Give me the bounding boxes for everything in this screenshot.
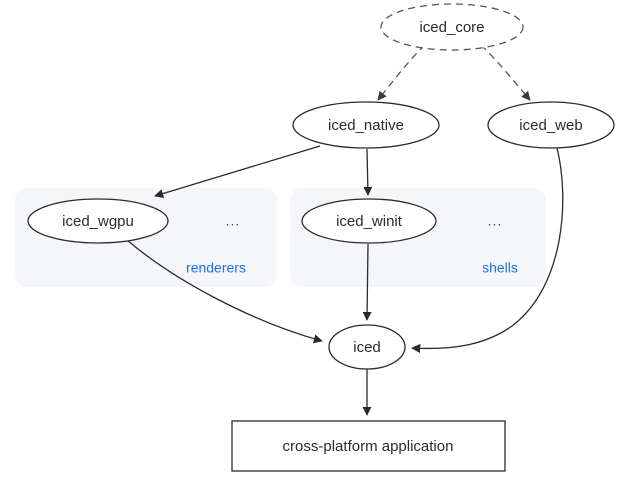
edge-iced_core-to-iced_native xyxy=(377,44,426,101)
node-iced-shape[interactable] xyxy=(328,324,406,370)
edge-iced_web-to-iced xyxy=(411,147,564,353)
node-iced_core-label: iced_core xyxy=(419,19,484,36)
node-iced_winit-label: iced_winit xyxy=(336,213,403,230)
node-iced_native-label: iced_native xyxy=(328,117,404,134)
cluster-shells-label: shells xyxy=(482,260,518,276)
edge-iced_native-to-iced_winit xyxy=(363,148,373,196)
node-iced-label: iced xyxy=(353,339,381,356)
node-iced_native-shape[interactable] xyxy=(292,101,440,149)
edge-iced_native-to-iced_wgpu xyxy=(154,145,321,198)
node-iced_web-label: iced_web xyxy=(519,117,582,134)
node-iced_winit[interactable]: iced_winit xyxy=(301,198,437,244)
node-application-label: cross-platform application xyxy=(283,438,454,455)
cluster-renderers-label: renderers xyxy=(186,260,246,276)
node-iced_native[interactable]: iced_native xyxy=(292,101,440,149)
cluster-shells-ellipsis: ... xyxy=(488,213,503,229)
node-iced_web-shape[interactable] xyxy=(487,101,615,149)
node-iced_core[interactable]: iced_core xyxy=(380,3,524,51)
node-application-shape[interactable] xyxy=(231,420,506,472)
edge-iced_core-to-iced_web xyxy=(480,44,531,101)
node-iced_wgpu-label: iced_wgpu xyxy=(62,213,134,230)
node-iced[interactable]: iced xyxy=(328,324,406,370)
node-iced_web[interactable]: iced_web xyxy=(487,101,615,149)
node-iced_wgpu-shape[interactable] xyxy=(27,198,169,244)
edge-iced_winit-to-iced xyxy=(362,243,372,321)
node-iced_winit-shape[interactable] xyxy=(301,198,437,244)
node-iced_wgpu[interactable]: iced_wgpu xyxy=(27,198,169,244)
cluster-renderers-ellipsis: ... xyxy=(226,213,241,229)
edge-iced_wgpu-to-iced xyxy=(126,239,323,344)
node-iced_core-shape[interactable] xyxy=(380,3,524,51)
node-application[interactable]: cross-platform application xyxy=(231,420,506,472)
